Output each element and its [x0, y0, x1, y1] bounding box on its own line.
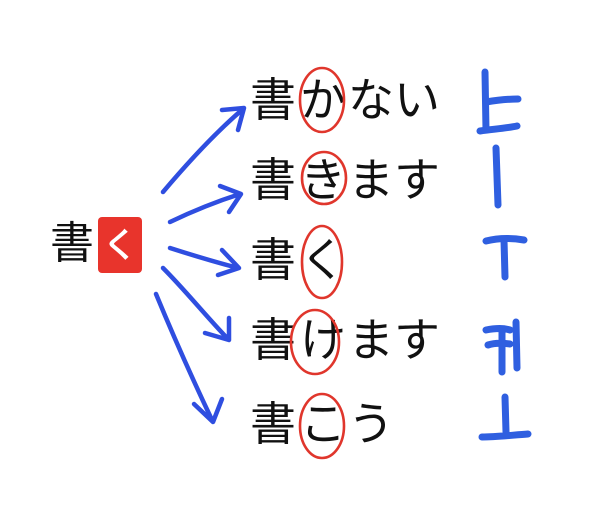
vowel-marker [476, 68, 522, 135]
vowel-marker [482, 235, 528, 281]
form-row: 書 こ う [250, 392, 394, 460]
form-rest: ない [348, 73, 440, 127]
source-ending: く [103, 226, 137, 266]
ending-circle [298, 392, 346, 460]
arrow-to-form-4 [160, 265, 232, 343]
form-stem: 書 [250, 397, 296, 451]
form-stem: 書 [250, 233, 296, 287]
source-verb: 書 く [50, 217, 142, 273]
arrows [153, 105, 247, 425]
form-rest: ます [348, 313, 440, 367]
form-row: 書 き ます [250, 150, 440, 207]
ending-circle [300, 224, 344, 300]
form-rest: ます [348, 153, 440, 207]
arrow-to-form-1 [160, 105, 247, 195]
vowel-marker [492, 144, 502, 209]
form-stem: 書 [250, 73, 296, 127]
form-ending: か [300, 73, 346, 127]
form-rest: う [348, 397, 394, 451]
vowel-marker [478, 393, 532, 441]
vowel-marker [482, 318, 521, 376]
ending-circle [298, 66, 346, 134]
source-ending-badge [98, 217, 142, 273]
ending-circle [289, 308, 341, 376]
arrow-to-form-3 [167, 245, 242, 278]
form-stem: 書 [250, 153, 296, 207]
form-stem: 書 [250, 313, 296, 367]
arrow-to-form-5 [153, 291, 225, 425]
source-stem: 書 [50, 218, 94, 269]
ending-circle [300, 150, 348, 206]
form-row: 書 か ない [250, 66, 440, 134]
arrow-to-form-2 [167, 183, 244, 225]
form-row: 書 く [250, 224, 346, 300]
vowel-markers [476, 68, 532, 441]
form-row: 書 け ます [250, 308, 440, 376]
